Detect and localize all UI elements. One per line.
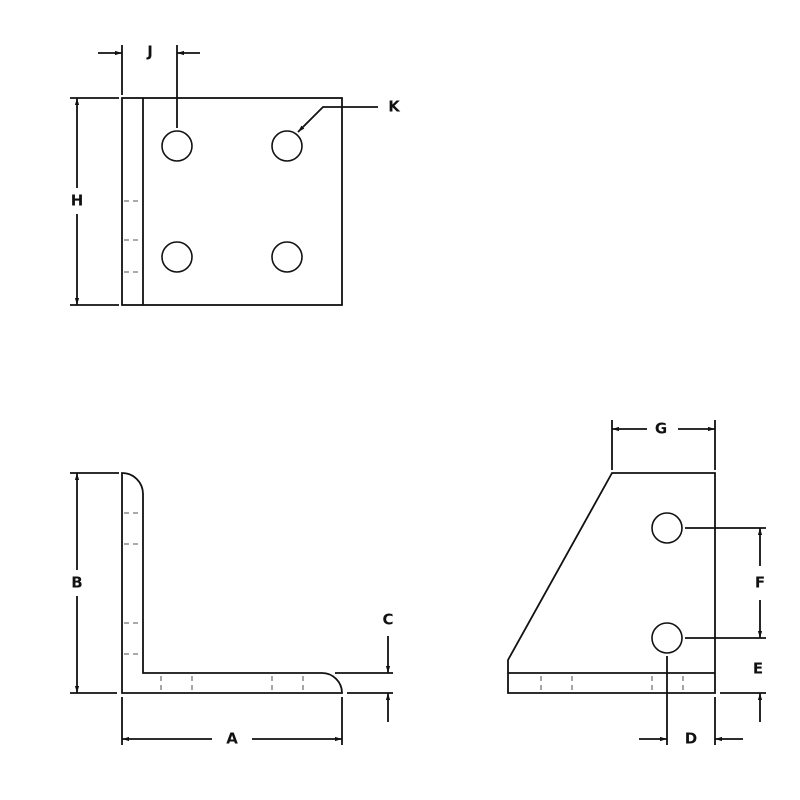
dimension-f: F [685, 527, 766, 639]
dimension-label-h: H [71, 192, 84, 210]
dimension-k: K [297, 98, 401, 133]
mounting-hole [271, 241, 303, 273]
dimension-g: G [611, 420, 716, 470]
side-view-outline [507, 472, 716, 694]
dimension-label-j: J [146, 43, 153, 61]
dimension-label-c: C [382, 611, 393, 629]
dimension-label-d: D [685, 730, 697, 748]
top-view [121, 97, 343, 306]
dimension-d: D [639, 656, 743, 748]
dimension-label-a: A [226, 730, 238, 748]
mounting-hole [651, 622, 683, 654]
side-view [507, 472, 716, 694]
mounting-hole [161, 241, 193, 273]
dimension-b: B [70, 472, 119, 694]
dimension-h: H [70, 97, 119, 306]
dimension-c: C [335, 611, 394, 722]
mounting-hole [271, 130, 303, 162]
dimension-e: E [720, 660, 766, 722]
dimension-j: J [98, 43, 200, 128]
dimension-label-e: E [753, 660, 763, 678]
top-view-outline [121, 97, 343, 306]
dimension-label-f: F [755, 574, 765, 592]
mounting-hole [161, 130, 193, 162]
front-view-outline [121, 472, 343, 694]
dimension-label-g: G [655, 420, 667, 438]
front-view [121, 472, 343, 694]
dimension-label-b: B [71, 574, 82, 592]
dimension-a: A [121, 697, 343, 748]
dimension-label-k: K [388, 98, 401, 116]
mounting-hole [651, 512, 683, 544]
